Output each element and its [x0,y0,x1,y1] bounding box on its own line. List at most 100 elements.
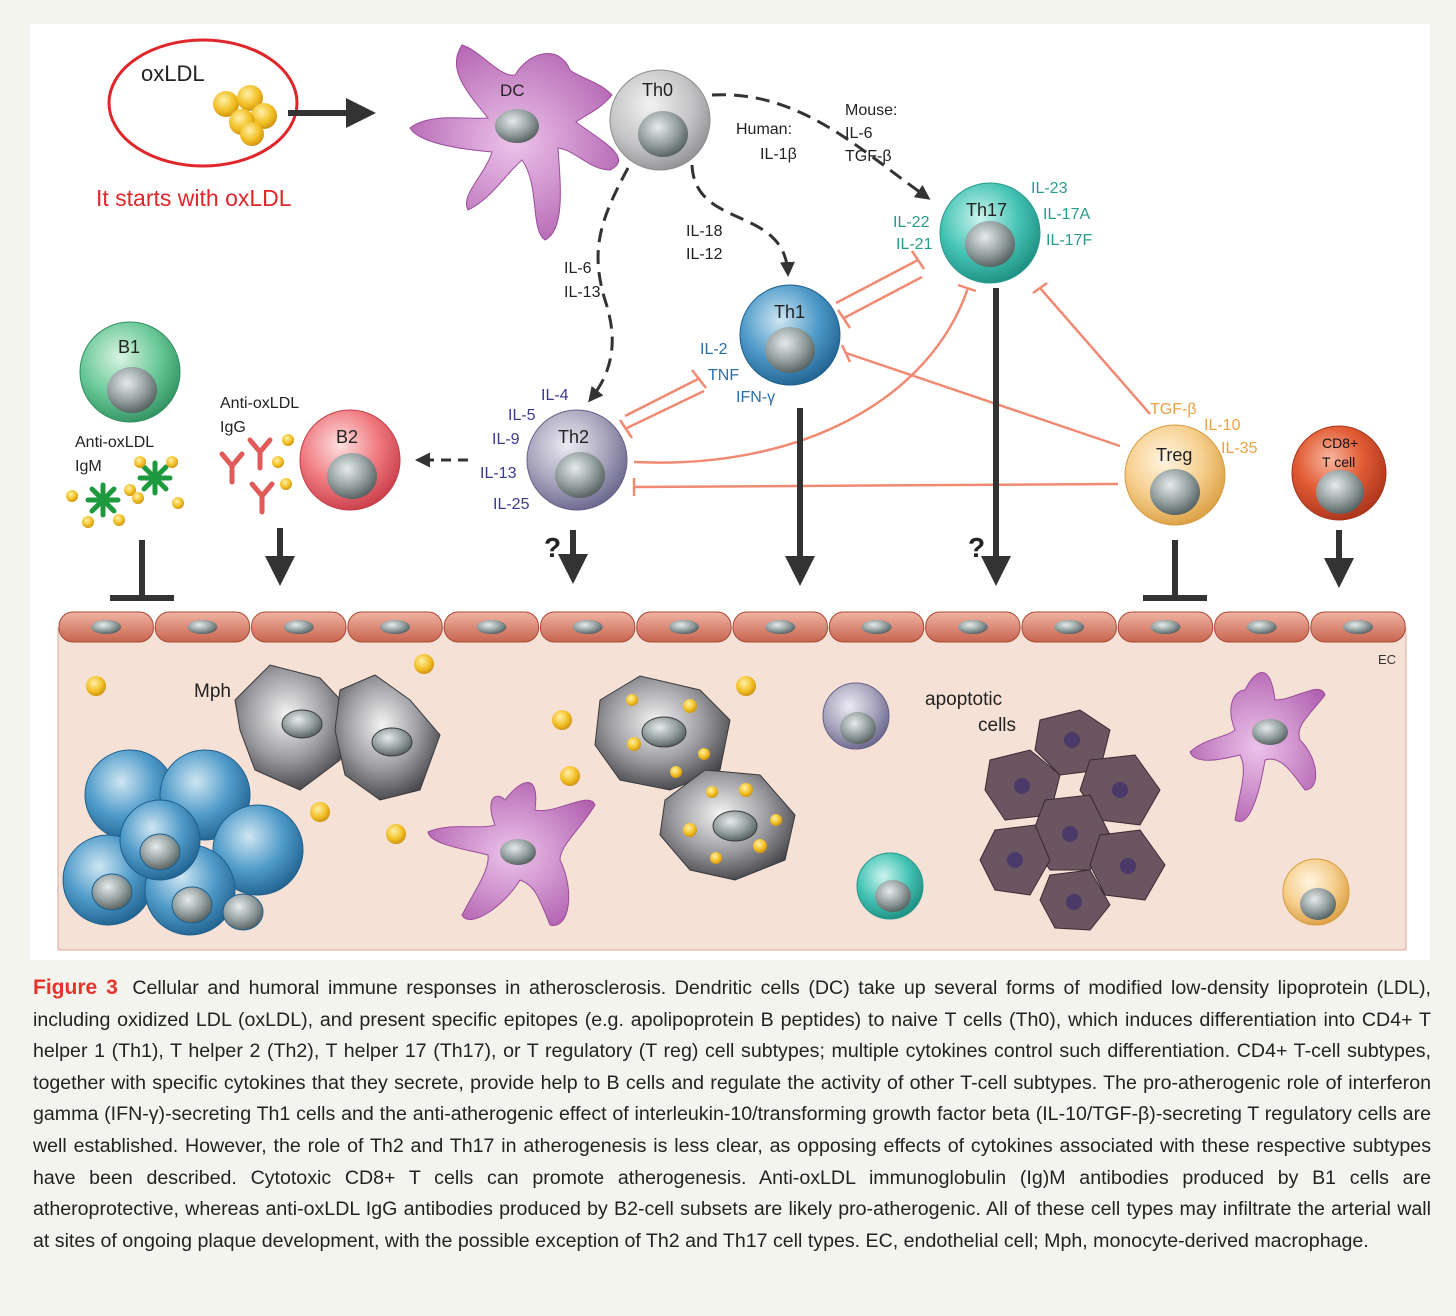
endothelial-nucleus [1343,620,1374,634]
svg-text:IL-1β: IL-1β [760,146,797,163]
svg-text:IL-6: IL-6 [845,125,873,142]
endothelial-nucleus [187,620,218,634]
figure-caption-label: Figure 3 [33,976,118,999]
svg-text:IL-10: IL-10 [1204,417,1241,434]
b1-antibody-line1: Anti-oxLDL [75,434,154,451]
apoptotic-cell-cluster [979,709,1166,931]
svg-text:TGF-β: TGF-β [845,148,892,165]
th1-label: Th1 [774,302,805,322]
plaque-th2-cell [822,682,890,750]
endothelial-nucleus [91,620,122,634]
svg-text:IL-12: IL-12 [686,246,723,263]
b1-antibody-line2: IgM [75,458,102,475]
b2-antibody-line2: IgG [220,419,246,436]
endothelial-nucleus [1054,620,1085,634]
th17-label: Th17 [966,200,1007,220]
svg-text:IL-18: IL-18 [686,223,723,240]
svg-text:IL-17F: IL-17F [1046,232,1092,249]
treg-label: Treg [1156,445,1192,465]
endothelial-nucleus [957,620,988,634]
plaque-th17-cell [856,852,924,920]
cd8-t-cell: CD8+ T cell [1291,425,1387,521]
th2-label: Th2 [558,427,589,447]
igg-bound-ldl [272,434,294,490]
figure-caption-text: Cellular and humoral immune responses in… [33,977,1431,1252]
th17-cytokines-left: IL-22 IL-21 [893,214,933,253]
endothelial-nucleus [668,620,699,634]
svg-text:IL-23: IL-23 [1031,180,1068,197]
wall-arrows [110,288,1354,601]
endothelial-nucleus [380,620,411,634]
th1-induction-cytokines: IL-18 IL-12 [686,223,723,263]
plaque-dendritic-cell-right [1189,672,1326,823]
svg-text:IL-2: IL-2 [700,341,728,358]
annotation-text: It starts with oxLDL [96,185,292,211]
svg-text:IL-25: IL-25 [493,496,530,513]
svg-text:IL-4: IL-4 [541,387,569,404]
treg-cell: Treg [1124,424,1226,526]
th0-to-th1-arrow [690,164,795,277]
th2-cell: Th2 [526,409,628,511]
macrophages [234,664,441,801]
oxldl-label: oxLDL [141,61,205,86]
inhibition-lines [618,250,1151,496]
figure-panel: EC oxLDL It starts with oxLDL DC Th0 Hum… [30,24,1430,960]
svg-text:IL-6: IL-6 [564,260,592,277]
th0-cell: Th0 [609,69,711,171]
th2-cytokines: IL-4 IL-5 IL-9 IL-13 IL-25 [480,387,569,513]
svg-text:IL-9: IL-9 [492,431,520,448]
th2-uncertain-mark: ? [544,532,561,563]
igg-antibodies [219,437,275,515]
b1-cell: B1 [79,321,181,423]
svg-text:TGF-β: TGF-β [1150,401,1197,418]
th17-cell: Th17 [939,182,1041,284]
svg-text:IL-13: IL-13 [480,465,517,482]
svg-text:IFN-γ: IFN-γ [736,389,775,406]
svg-text:Human:: Human: [736,121,792,138]
svg-text:IL-5: IL-5 [508,407,536,424]
cd8-label-line2: T cell [1322,454,1355,470]
th0-to-th17-arrow [711,93,931,200]
endothelial-nucleus [476,620,507,634]
svg-text:IL-22: IL-22 [893,214,930,231]
th2-induction-cytokines: IL-6 IL-13 [564,260,601,301]
th17-cytokines-right: IL-23 IL-17A IL-17F [1031,180,1092,249]
apoptotic-label-line1: apoptotic [925,689,1002,710]
ec-label: EC [1378,652,1396,667]
apoptotic-label-line2: cells [978,715,1016,736]
svg-text:TNF: TNF [708,367,739,384]
endothelial-nucleus [1246,620,1277,634]
foam-cell-lipid-droplets [626,694,782,864]
immune-response-diagram: EC oxLDL It starts with oxLDL DC Th0 Hum… [57,38,1407,951]
endothelial-nucleus [765,620,796,634]
dc-label: DC [500,81,525,100]
igm-antibodies [85,460,173,518]
b2-cell: B2 [299,409,401,511]
svg-text:IL-21: IL-21 [896,236,933,253]
plaque-t-cells-blue [62,749,304,936]
cd8-label-line1: CD8+ [1322,435,1358,451]
th17-mouse-cytokines: Mouse: IL-6 TGF-β [845,102,897,165]
mph-label: Mph [194,681,231,702]
endothelial-nucleus [1150,620,1181,634]
th1-cell: Th1 [739,284,841,386]
th17-human-cytokines: Human: IL-1β [736,121,797,163]
svg-text:IL-13: IL-13 [564,284,601,301]
oxldl-particles [213,85,277,146]
plaque-dendritic-cell [427,782,596,926]
oxldl-highlight-ellipse [107,38,299,168]
dendritic-cell: DC [409,44,619,241]
plaque-treg-cell [1282,858,1350,926]
figure-caption: Figure 3 Cellular and humoral immune res… [33,972,1431,1257]
b2-antibody-line1: Anti-oxLDL [220,395,299,412]
igm-bound-ldl [66,456,184,528]
svg-text:Mouse:: Mouse: [845,102,897,119]
endothelial-nucleus [572,620,603,634]
svg-text:IL-17A: IL-17A [1043,206,1090,223]
th0-to-th2-arrow [588,167,630,403]
th17-uncertain-mark: ? [968,532,985,563]
endothelial-nucleus [283,620,314,634]
svg-text:IL-35: IL-35 [1221,440,1258,457]
th0-label: Th0 [642,80,673,100]
b1-label: B1 [118,337,140,357]
